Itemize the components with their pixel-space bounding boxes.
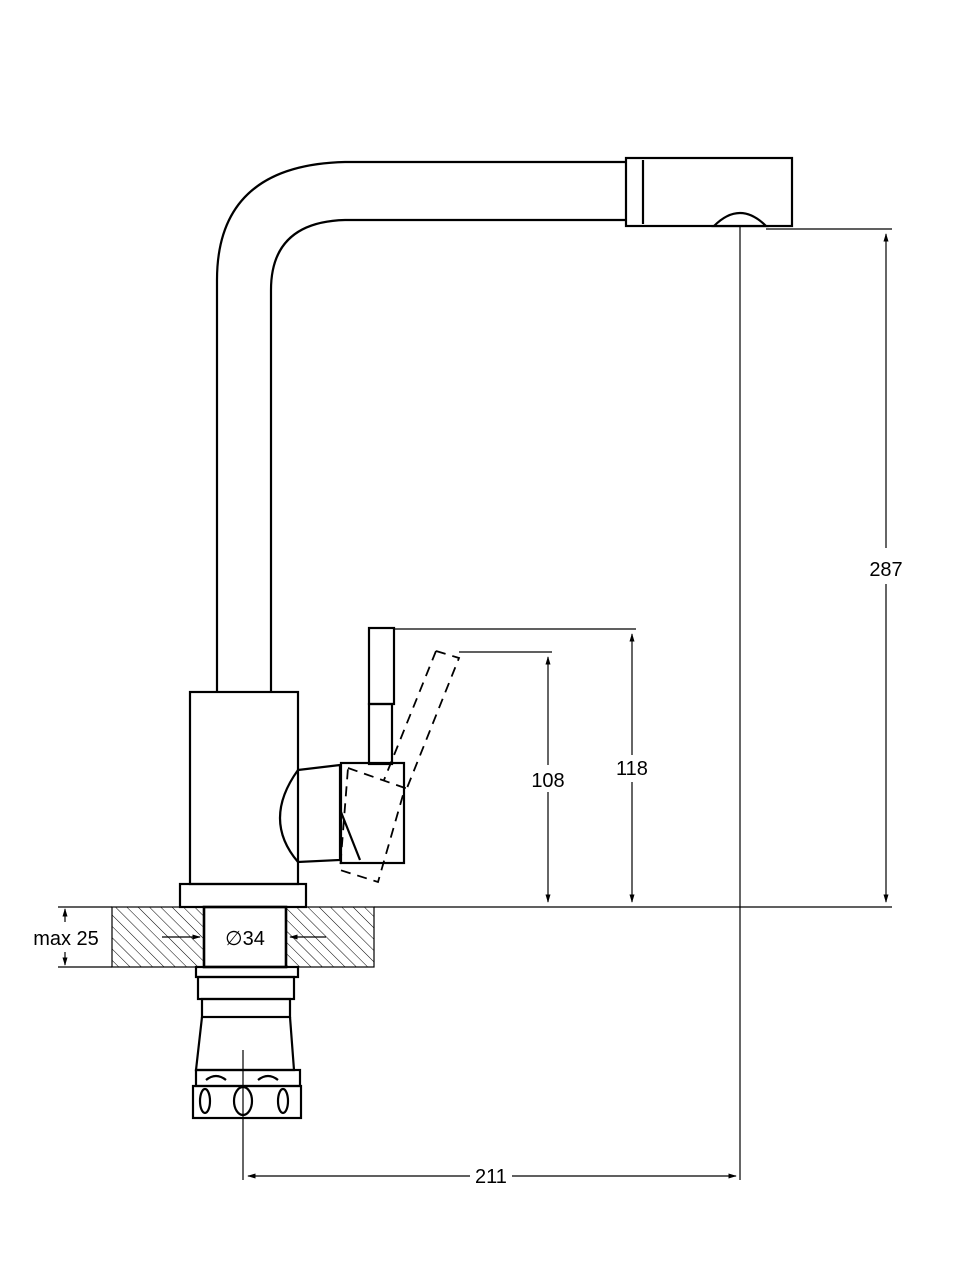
spout-outer-line [215, 160, 626, 692]
lever-block [339, 761, 406, 865]
label-spout-height: 287 [869, 559, 902, 581]
aerator-nozzle [711, 212, 769, 228]
label-lever-height: 118 [616, 758, 648, 780]
dimension-lines [62, 233, 889, 1179]
shank-nut [196, 975, 296, 1001]
lever-stem [367, 702, 394, 766]
locknut-slot-left [198, 1087, 212, 1115]
shank-collar [200, 997, 292, 1019]
shank-taper [194, 1016, 296, 1072]
locknut [191, 1084, 303, 1120]
lever-handle [367, 626, 396, 706]
locknut-grip [205, 1074, 279, 1081]
extension-lines [58, 226, 892, 1180]
base-ring [178, 882, 308, 909]
label-hole-diameter: ∅34 [225, 928, 265, 950]
cartridge-housing [279, 763, 342, 864]
faucet-body [188, 690, 300, 886]
lever-block-bevel [339, 811, 362, 861]
label-spout-reach: 211 [475, 1166, 507, 1188]
locknut-top [194, 1068, 302, 1088]
label-lever-alt-height: 108 [531, 770, 564, 792]
locknut-slot-right [276, 1087, 290, 1115]
label-max-thickness: max 25 [33, 928, 99, 950]
lever-alt-position [339, 650, 461, 884]
dimension-labels: 287 118 108 ∅34 max 25 211 [33, 559, 902, 1188]
shank-nut-top [194, 965, 300, 979]
aerator-head [624, 156, 794, 228]
faucet-outline [178, 156, 794, 1120]
spout-inner-line [269, 218, 626, 692]
